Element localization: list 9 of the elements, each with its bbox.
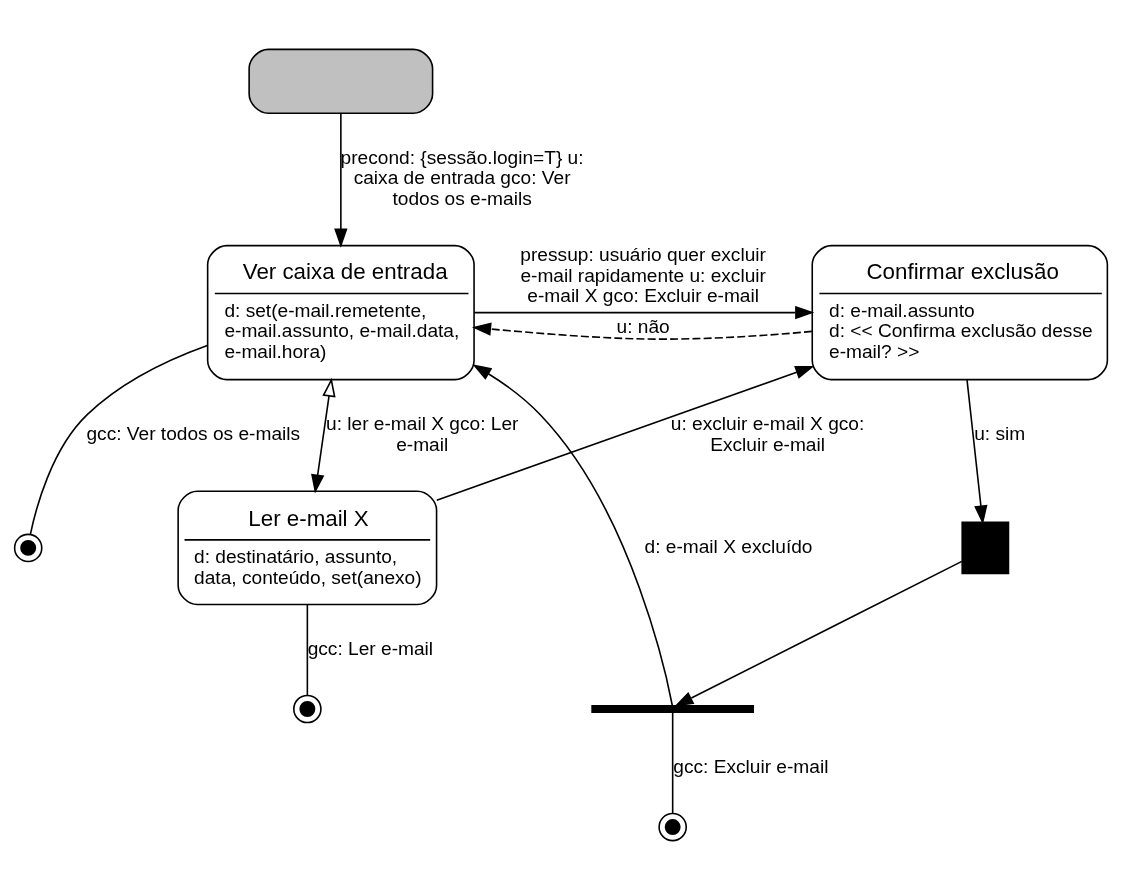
edge-label: d: e-mail X excluído (644, 535, 813, 557)
edge-label: u: não (616, 315, 670, 337)
edge-label: u: ler e-mail X gco: Ler e-mail (326, 413, 519, 455)
edge-label: u: excluir e-mail X gco: Excluir e-mail (670, 413, 865, 455)
edge-label: gcc: Ler e-mail (307, 637, 434, 659)
edge-label: pressup: usuário quer excluir e-mail rapidamente u: excluir e-mail X gco: Excluir e-mail (520, 243, 766, 307)
edge-label: gcc: Ver todos os e-mails (86, 423, 301, 445)
edge-label: gcc: Excluir e-mail (673, 755, 829, 777)
edge-label: u: sim (974, 423, 1026, 445)
